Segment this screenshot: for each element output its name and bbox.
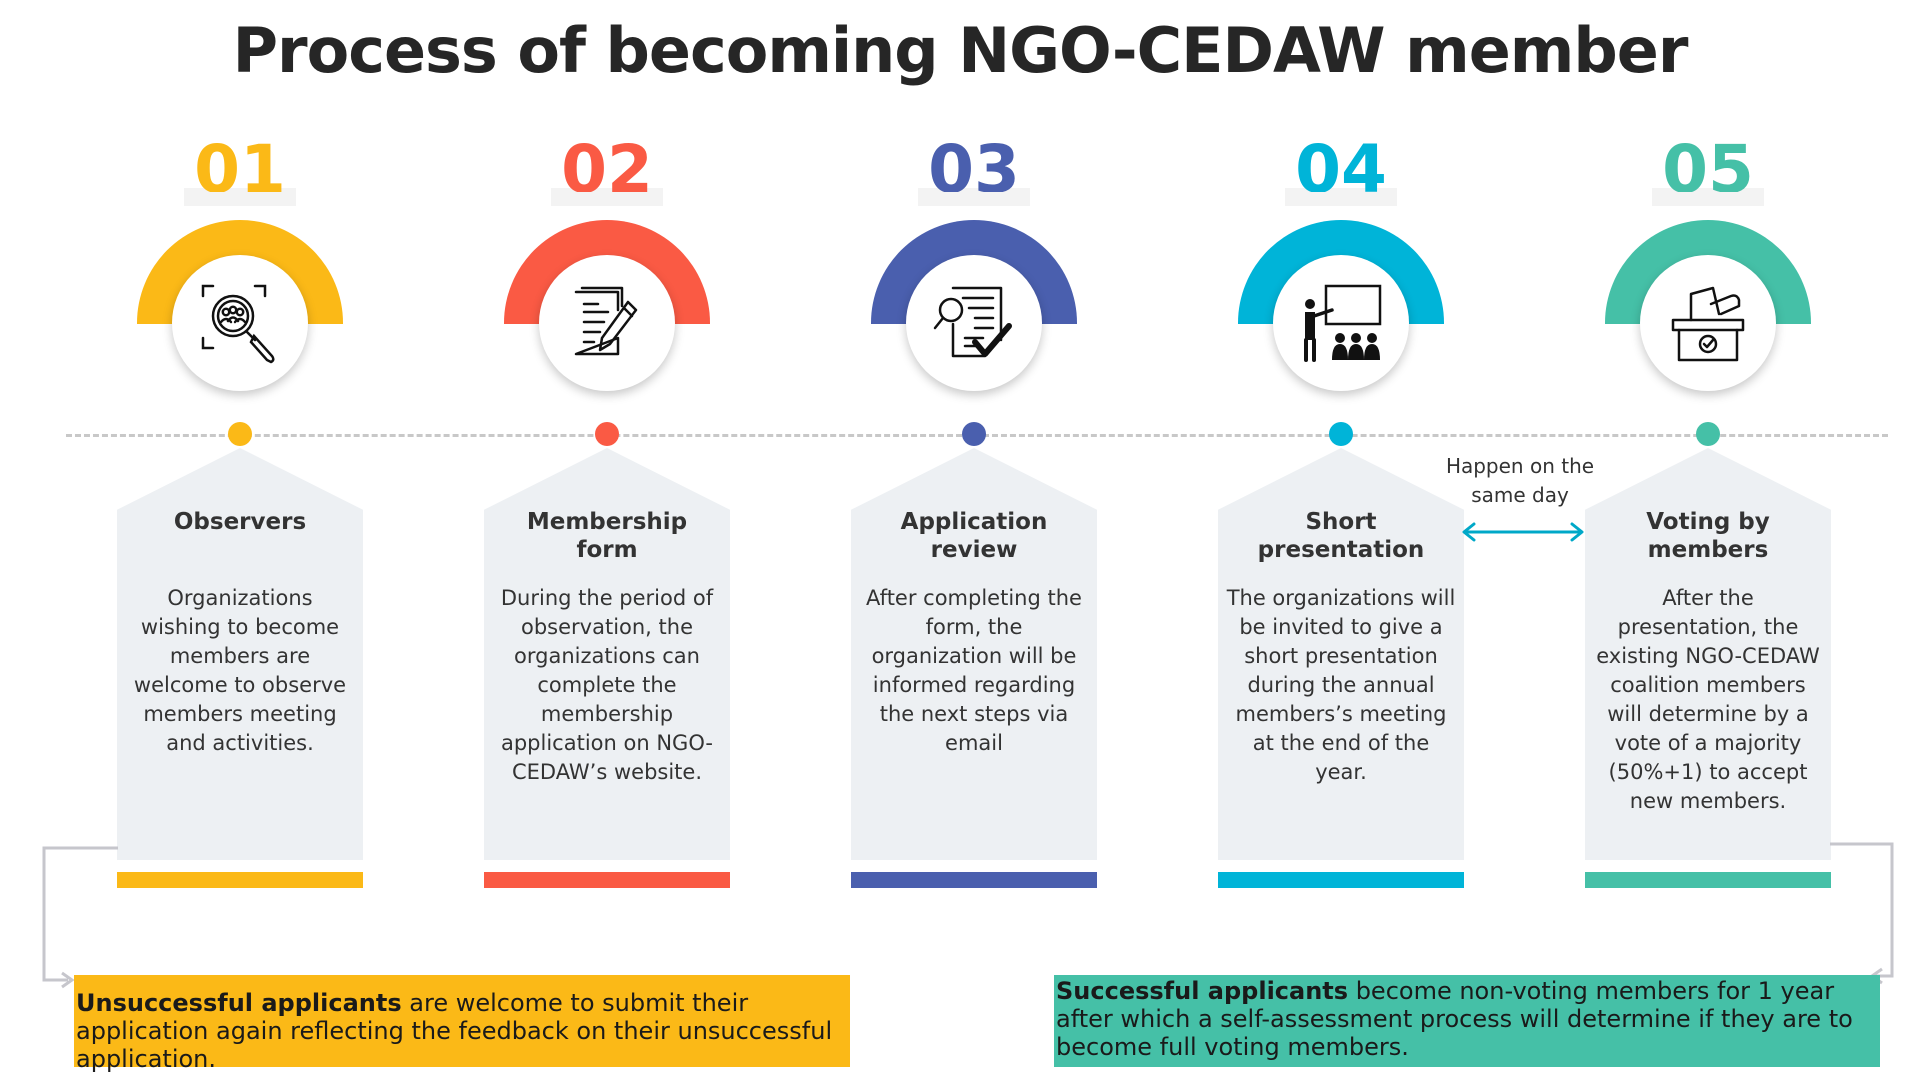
timeline-dot — [228, 422, 252, 446]
step-description: After completing the form, the organizat… — [866, 586, 1082, 755]
step-number: 05 — [1662, 132, 1754, 192]
step-05: 05 Voting by members After the presentat… — [1525, 0, 1891, 900]
step-color-bar — [1218, 872, 1464, 888]
document-review-icon — [933, 286, 1012, 358]
step-description: The organizations will be invited to giv… — [1226, 586, 1456, 784]
note-heading: Unsuccessful applicants — [76, 989, 402, 1017]
number-shade — [184, 188, 296, 206]
step-title: Observers — [173, 509, 307, 535]
connector-right-arrow — [1830, 842, 1894, 985]
note-text: are welcome to submit their application … — [76, 989, 833, 1073]
step-title: Voting by members — [1646, 509, 1770, 563]
page-title: Process of becoming NGO-CEDAW member — [232, 14, 1689, 87]
step-description: Organizations wishing to become members … — [133, 586, 347, 755]
step-number: 04 — [1295, 132, 1387, 192]
step-02: 02 Membership form During the period of … — [424, 0, 790, 900]
step-color-bar — [117, 872, 363, 888]
step-card: Voting by members After the presentation… — [1585, 448, 1831, 860]
step-card: Short presentation The organizations wil… — [1218, 448, 1464, 860]
step-description: During the period of observation, the or… — [500, 586, 714, 784]
number-shade — [1285, 188, 1397, 206]
step-number: 03 — [928, 132, 1020, 192]
step-color-bar — [851, 872, 1097, 888]
step-card: Application review After completing the … — [851, 448, 1097, 860]
note-heading: Successful applicants — [1056, 977, 1349, 1005]
timeline-dot — [962, 422, 986, 446]
step-title: Membership form — [526, 509, 688, 563]
step-card: Membership form During the period of obs… — [484, 448, 730, 860]
icon-circle — [172, 255, 308, 391]
ballot-box-icon — [1671, 286, 1745, 362]
same-day-label: Happen on the same day — [1445, 454, 1595, 507]
icon-circle — [906, 255, 1042, 391]
step-title: Short presentation — [1257, 509, 1425, 563]
successful-applicants-note: Successful applicants become non-voting … — [1054, 975, 1880, 1067]
number-shade — [551, 188, 663, 206]
step-04: 04 Short presentation The organizations … — [1158, 0, 1524, 900]
double-arrow-icon — [1462, 522, 1584, 542]
number-shade — [1652, 188, 1764, 206]
step-number: 01 — [194, 132, 286, 192]
number-shade — [918, 188, 1030, 206]
step-01: 01 Observers Organizations wishing to be… — [57, 0, 423, 900]
icon-circle — [1273, 255, 1409, 391]
step-description: After the presentation, the existing NGO… — [1596, 586, 1820, 813]
icon-circle — [539, 255, 675, 391]
unsuccessful-applicants-note: Unsuccessful applicants are welcome to s… — [74, 975, 850, 1073]
icon-circle — [1640, 255, 1776, 391]
step-03: 03 Application review After completing t… — [791, 0, 1157, 900]
timeline-dot — [595, 422, 619, 446]
search-people-icon — [201, 284, 275, 364]
timeline-dot — [1329, 422, 1353, 446]
presentation-icon — [1304, 284, 1382, 362]
form-pen-icon — [574, 286, 638, 356]
step-color-bar — [1585, 872, 1831, 888]
step-card: Observers Organizations wishing to becom… — [117, 448, 363, 860]
timeline-dot — [1696, 422, 1720, 446]
step-color-bar — [484, 872, 730, 888]
connector-left-arrow — [42, 846, 118, 989]
step-number: 02 — [561, 132, 653, 192]
note-text: become non-voting members for 1 year aft… — [1056, 977, 1853, 1061]
step-title: Application review — [900, 509, 1048, 563]
